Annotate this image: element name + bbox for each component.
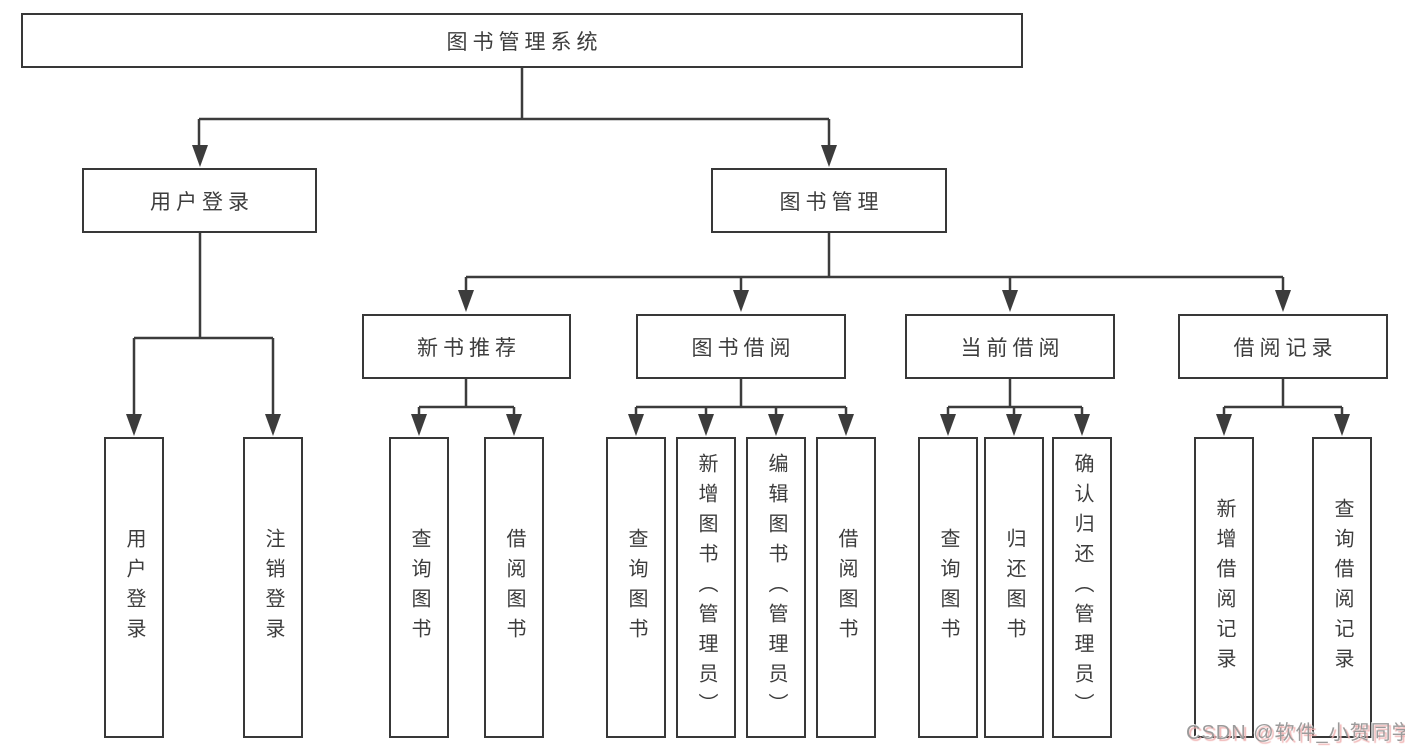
leaf-user-login: 用户登录: [104, 437, 164, 738]
leaf-label: 查询图书: [408, 527, 430, 648]
connector-root-to-level2: [197, 68, 831, 146]
arrowhead-icon: [821, 145, 837, 167]
arrowhead-icon: [733, 290, 749, 312]
node-root-library-system: 图书管理系统: [21, 13, 1023, 68]
leaf-label: 新增借阅记录: [1213, 497, 1235, 678]
csdn-watermark: CSDN @软件_小贺同学: [1186, 722, 1405, 744]
arrowhead-icon: [1275, 290, 1291, 312]
leaf-borrowing-edit-books-admin: 编辑图书（管理员）: [746, 437, 806, 738]
leaf-label: 用户登录: [123, 527, 145, 648]
node-user-login: 用户登录: [82, 168, 317, 233]
arrowhead-icon: [768, 414, 784, 436]
leaf-records-query-record: 查询借阅记录: [1312, 437, 1372, 738]
leaf-label: 编辑图书（管理员）: [765, 452, 787, 723]
node-new-book-recommend: 新书推荐: [362, 314, 571, 379]
node-book-borrowing: 图书借阅: [636, 314, 846, 379]
leaf-label: 确认归还（管理员）: [1071, 452, 1093, 723]
arrowheads: [126, 145, 1350, 436]
leaf-borrowing-borrow-books: 借阅图书: [816, 437, 876, 738]
arrowhead-icon: [192, 145, 208, 167]
connector-book-borrow-to-leaves: [634, 379, 848, 415]
connector-current-borrow-to-leaves: [946, 379, 1084, 415]
leaf-label: 注销登录: [262, 527, 284, 648]
leaf-logout: 注销登录: [243, 437, 303, 738]
arrowhead-icon: [940, 414, 956, 436]
node-current-borrowing: 当前借阅: [905, 314, 1115, 379]
arrowhead-icon: [411, 414, 427, 436]
arrowhead-icon: [698, 414, 714, 436]
connector-user-login-to-leaves: [132, 233, 275, 415]
arrowhead-icon: [458, 290, 474, 312]
arrowhead-icon: [628, 414, 644, 436]
leaf-current-return-books: 归还图书: [984, 437, 1044, 738]
leaf-records-add-record: 新增借阅记录: [1194, 437, 1254, 738]
connector-new-book-to-leaves: [417, 379, 516, 415]
leaf-label: 新增图书（管理员）: [695, 452, 717, 723]
leaf-newbook-query-books: 查询图书: [389, 437, 449, 738]
leaf-label: 查询图书: [625, 527, 647, 648]
leaf-borrowing-add-books-admin: 新增图书（管理员）: [676, 437, 736, 738]
leaf-label: 归还图书: [1003, 527, 1025, 648]
connector-book-mgmt-to-level3: [464, 233, 1285, 291]
connector-borrow-record-to-leaves: [1222, 379, 1344, 415]
arrowhead-icon: [1006, 414, 1022, 436]
arrowhead-icon: [1002, 290, 1018, 312]
arrowhead-icon: [506, 414, 522, 436]
leaf-current-confirm-return-admin: 确认归还（管理员）: [1052, 437, 1112, 738]
leaf-label: 查询图书: [937, 527, 959, 648]
leaf-label: 借阅图书: [835, 527, 857, 648]
arrowhead-icon: [1334, 414, 1350, 436]
node-borrow-records: 借阅记录: [1178, 314, 1388, 379]
arrowhead-icon: [265, 414, 281, 436]
leaf-label: 查询借阅记录: [1331, 497, 1353, 678]
leaf-current-query-books: 查询图书: [918, 437, 978, 738]
leaf-borrowing-query-books: 查询图书: [606, 437, 666, 738]
arrowhead-icon: [126, 414, 142, 436]
arrowhead-icon: [1216, 414, 1232, 436]
arrowhead-icon: [838, 414, 854, 436]
leaf-newbook-borrow-books: 借阅图书: [484, 437, 544, 738]
arrowhead-icon: [1074, 414, 1090, 436]
node-book-management: 图书管理: [711, 168, 947, 233]
leaf-label: 借阅图书: [503, 527, 525, 648]
